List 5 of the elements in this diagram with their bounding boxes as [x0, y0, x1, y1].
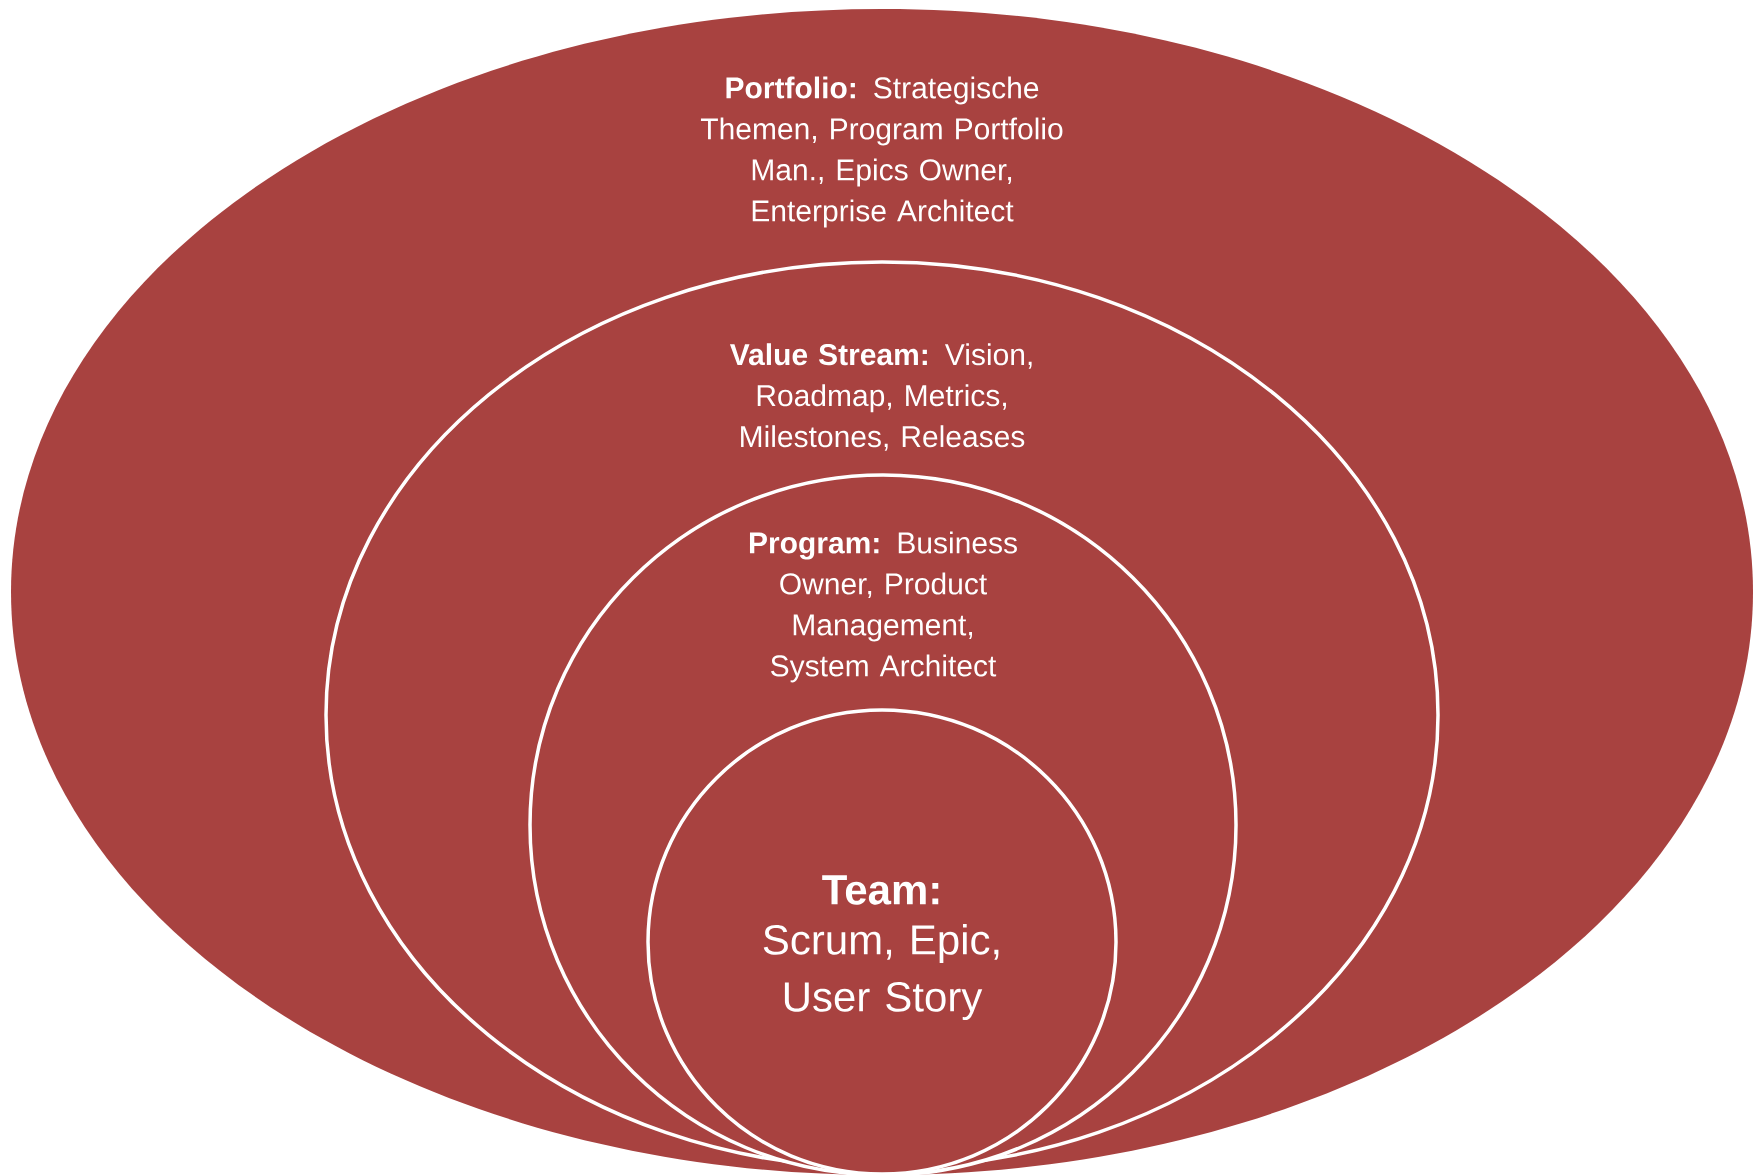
layer-text: Portfolio: Strategische Themen, Program Portfolio Man., Epics Owner, Enterprise Architect — [700, 76, 1063, 228]
layer-text: Scrum, Epic, User Story — [763, 923, 999, 1021]
layer-text: Team: — [822, 875, 939, 905]
layer-text: Value Stream: Vision, Roadmap, Metrics, Milestones, Releases — [729, 343, 1032, 451]
layer-text: Program: Business Owner, Product Management, System Architect — [749, 531, 1017, 683]
